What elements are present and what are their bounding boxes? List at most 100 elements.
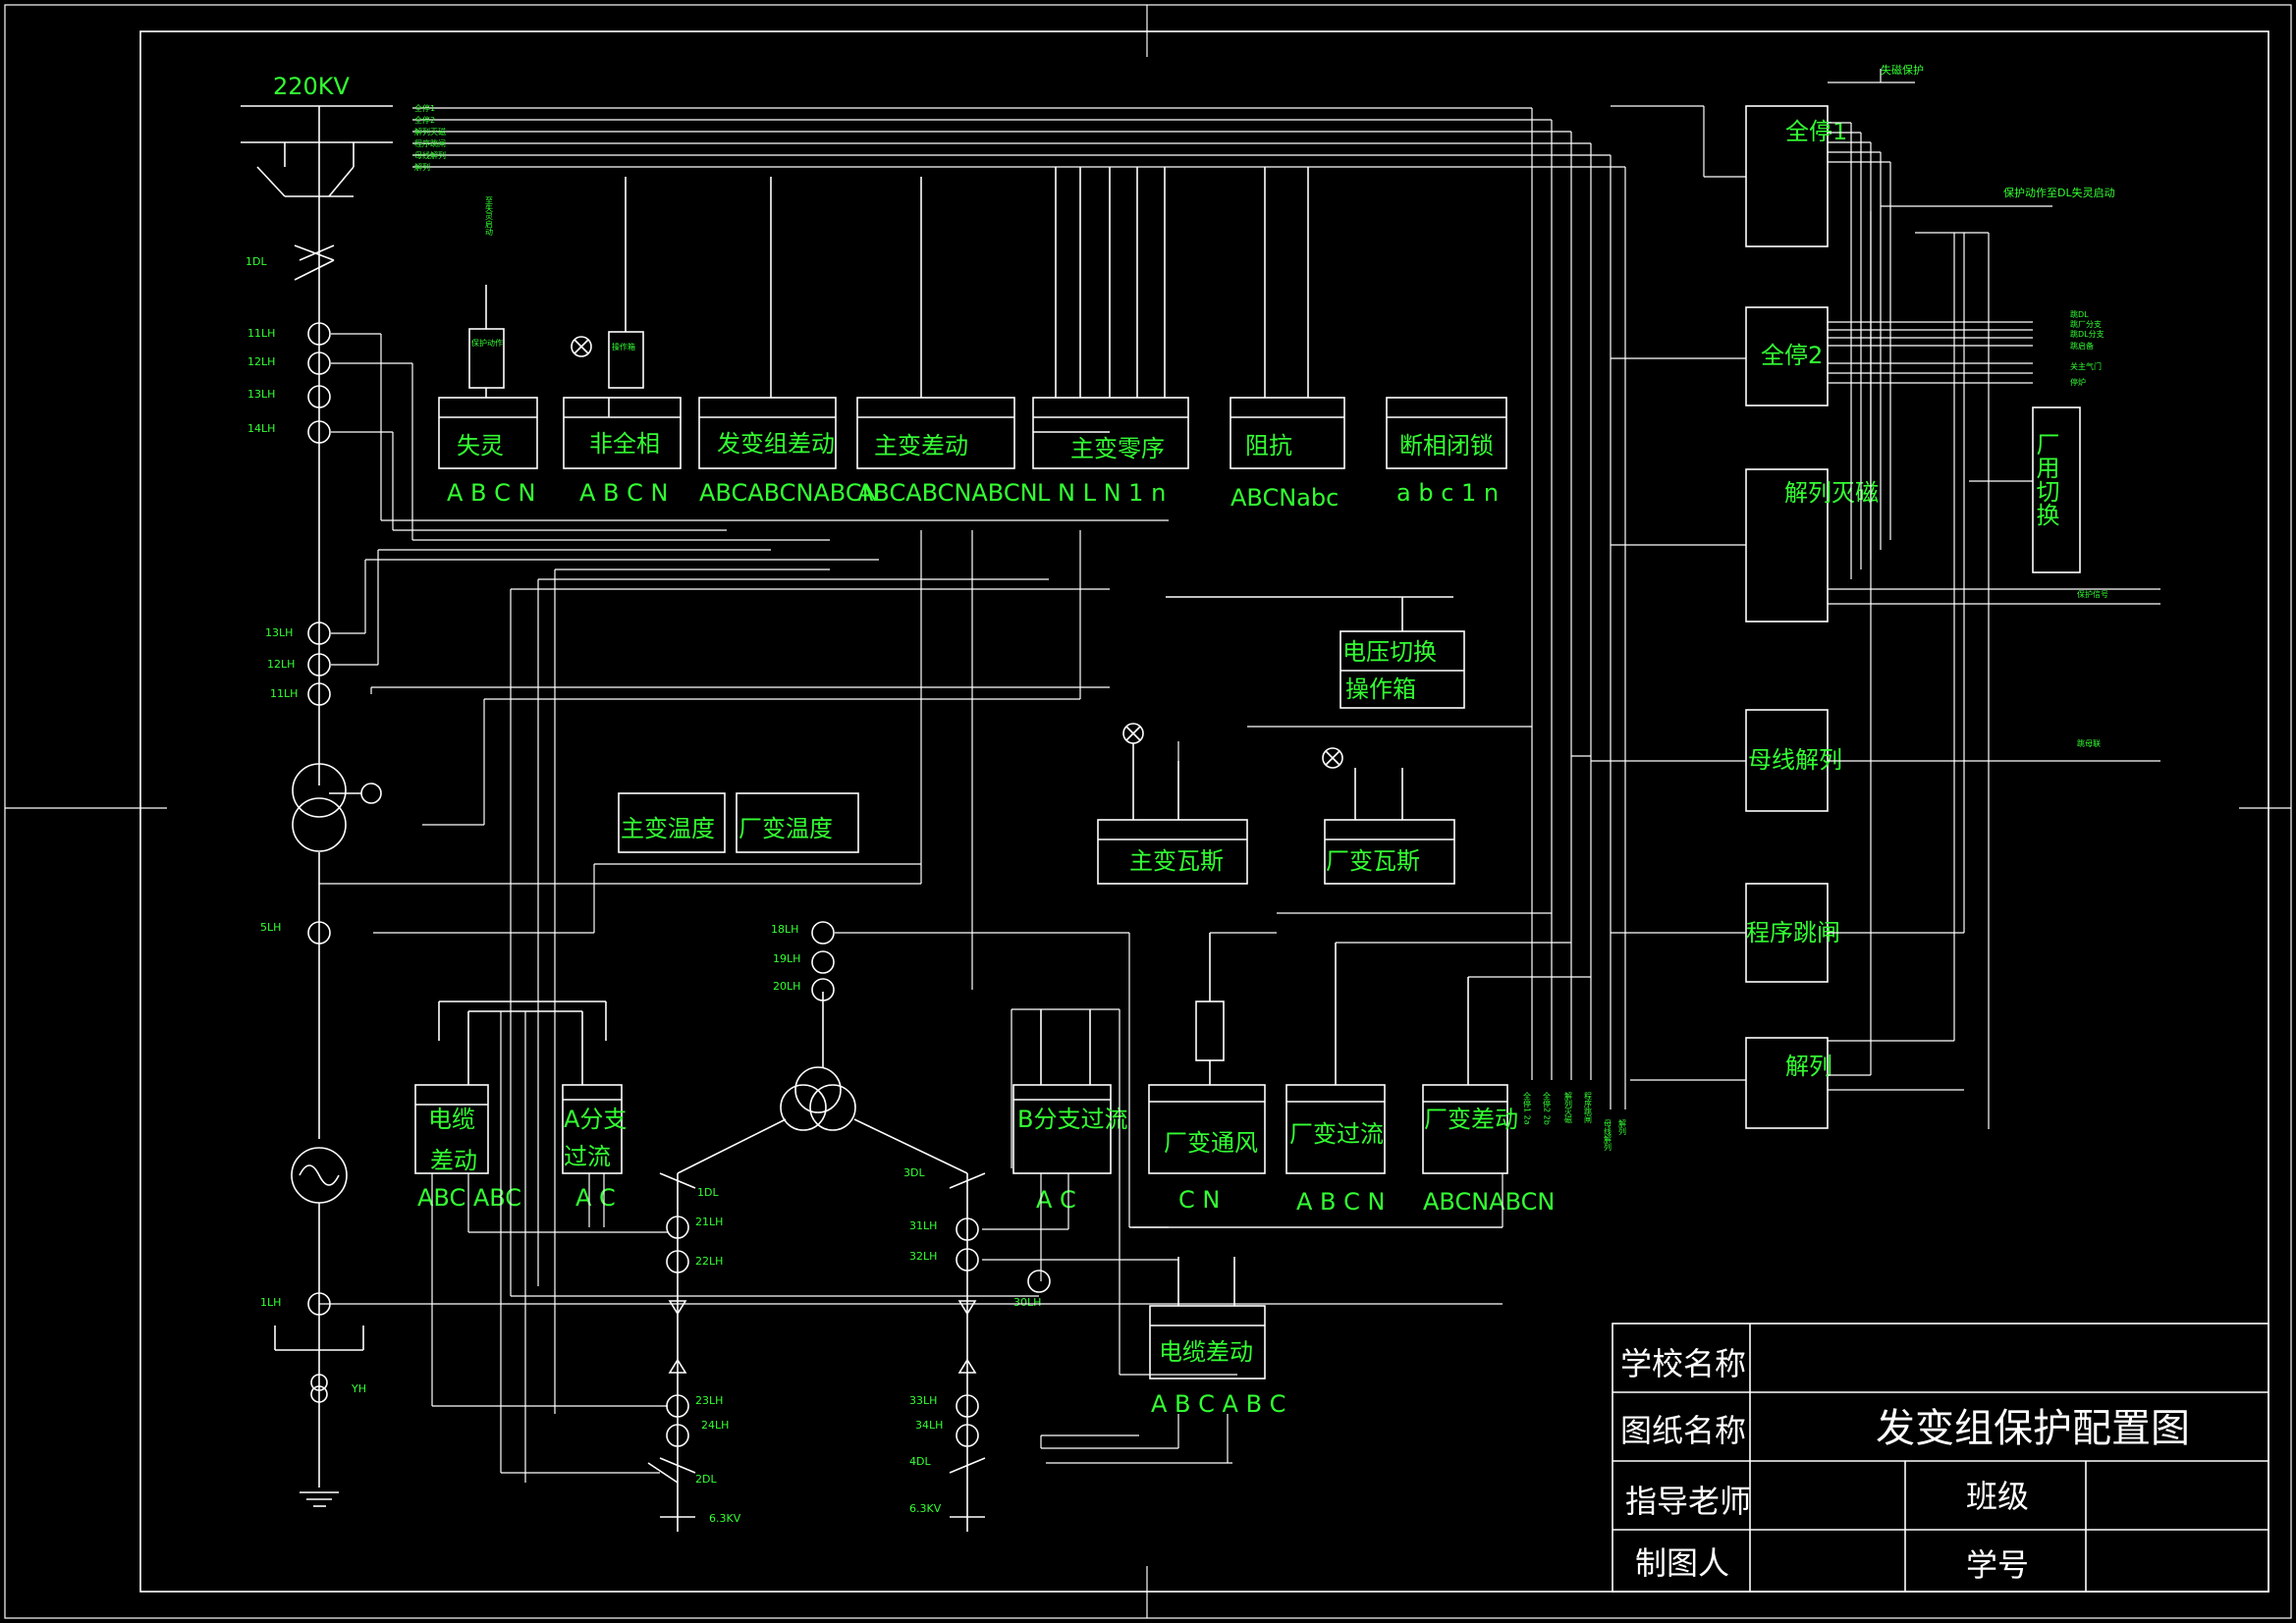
box-feiquanxiang: 非全相 操作箱 [563, 177, 682, 469]
right-box-split-label: 解列 [1785, 1053, 1832, 1080]
box-shiling-tag: 保护动作 [471, 338, 503, 348]
voltage-switch-line1: 电压切换 [1342, 638, 1437, 666]
box-zhubian-chadong: 主变差动 [856, 177, 1015, 469]
node-ct1: 1LH [260, 1296, 281, 1309]
out-signal-2: 跳厂分支 [2070, 319, 2102, 329]
tb-teacher-label: 指导老师 [1625, 1483, 1751, 1520]
node-ct31: 31LH [909, 1219, 937, 1232]
right-box-plant-switch: 厂用切换 [2032, 406, 2081, 573]
node-pt: YH [351, 1382, 366, 1395]
node-ct34: 34LH [915, 1419, 943, 1432]
box-fabianzu-chadong: 发变组差动 [698, 177, 837, 469]
b-branch-title: B分支过流 [1017, 1106, 1127, 1133]
right-box-program-trip-label: 程序跳闸 [1746, 919, 1840, 947]
out-bus-trip: 跳母联 [2077, 738, 2101, 748]
temp-main-label: 主变温度 [621, 815, 715, 842]
b-branch-phases: A C [1036, 1186, 1076, 1214]
right-box-program-trip: 程序跳闸 [1745, 883, 1840, 983]
node-ct18: 18LH [771, 923, 798, 936]
right-box-bus-split: 母线解列 [1745, 709, 1842, 812]
out-signal-1: 跳DL [2070, 309, 2089, 319]
three-winding-transformer [677, 921, 968, 1174]
out-protect-signal: 保护信号 [2077, 589, 2108, 599]
bus-label-3: 解列灭磁 [414, 127, 446, 136]
tb-class-label: 班级 [1966, 1478, 2029, 1515]
right-box-trip-deexcite-label: 解列灭磁 [1784, 479, 1879, 507]
node-1dl: 1DL [246, 255, 267, 268]
node-ct24: 24LH [701, 1419, 729, 1432]
vtag-3: 解列灭磁 [1564, 1091, 1573, 1123]
out-signal-5: 关主气门 [2070, 361, 2102, 371]
node-ct32: 32LH [909, 1250, 937, 1263]
plant-fan-phases: C N [1178, 1186, 1220, 1214]
box-zhubian-title: 主变差动 [874, 432, 968, 460]
node-ct23: 23LH [695, 1394, 723, 1407]
plant-diff-phases: ABCNABCN [1423, 1188, 1555, 1216]
tb-drawer-label: 制图人 [1635, 1544, 1729, 1582]
a-branch-line2: 过流 [564, 1143, 611, 1170]
out-signal-4: 跳启备 [2070, 341, 2094, 351]
phases-lingxu: L N L N 1 n [1037, 479, 1166, 507]
tb-drawing-value: 发变组保护配置图 [1876, 1406, 2190, 1451]
right-box-plant-switch-label: 厂用切换 [2032, 432, 2059, 526]
left-branch [647, 1172, 696, 1532]
plant-fan-title: 厂变通风 [1164, 1129, 1258, 1157]
out-signal-3: 跳DL分支 [2070, 329, 2105, 339]
node-br4: 4DL [909, 1455, 931, 1468]
phases-fabianzu: ABCABCNABCN [699, 479, 880, 507]
vtag-1: 全停1 2a [1523, 1091, 1532, 1125]
right-connections [1571, 69, 2160, 1129]
node-br3: 3DL [903, 1166, 925, 1179]
node-ct11b: 11LH [270, 687, 298, 700]
vtag-2: 全停2 2b [1543, 1091, 1552, 1125]
right-branch [949, 1172, 1051, 1532]
node-ct5: 5LH [260, 921, 281, 934]
title-block: 学校名称 图纸名称 发变组保护配置图 指导老师 班级 制图人 学号 [1612, 1323, 2269, 1593]
box-feiquanxiang-title: 非全相 [589, 430, 660, 458]
cable-diff-bottom-title: 电缆差动 [1159, 1338, 1253, 1366]
bus-label-2: 全停2 [414, 115, 435, 125]
node-br1: 1DL [697, 1186, 719, 1199]
gas-main-box: 主变瓦斯 [1097, 723, 1248, 885]
node-ct30: 30LH [1013, 1296, 1041, 1309]
node-br2: 2DL [695, 1473, 717, 1486]
plant-overcurrent-phases: A B C N [1296, 1188, 1385, 1216]
box-fabianzu-title: 发变组差动 [717, 430, 835, 458]
node-ct22: 22LH [695, 1255, 723, 1268]
phases-zhubian: ABCABCNABCN [857, 479, 1038, 507]
box-a-branch: A分支 过流 A C [562, 1001, 627, 1212]
bus-label-1: 全停1 [414, 103, 435, 113]
box-feiquanxiang-tag: 操作箱 [612, 342, 635, 352]
wiring [319, 333, 1591, 1483]
a-branch-line1: A分支 [564, 1106, 627, 1133]
box-zukang: 阻抗 [1230, 167, 1345, 469]
cable-diff-left-line2: 差动 [430, 1147, 477, 1174]
phases-duanxiang: a b c 1 n [1396, 479, 1499, 507]
cable-diff-left-line1: 电缆 [428, 1106, 475, 1133]
box-shiling: 失灵 保护动作 至失灵启动 [438, 196, 538, 469]
node-ct20: 20LH [773, 980, 800, 993]
cable-diff-left-phases: ABC ABC [417, 1184, 521, 1212]
gas-plant-label: 厂变瓦斯 [1326, 847, 1420, 875]
vtag-4: 程序跳闸 [1584, 1092, 1593, 1124]
box-plant-fan: 厂变通风 C N [1148, 933, 1266, 1214]
node-ct11: 11LH [247, 327, 275, 340]
box-duanxiang-title: 断相闭锁 [1399, 432, 1494, 460]
node-ct12: 12LH [247, 355, 275, 368]
vtag-5: 母线解列 [1604, 1119, 1613, 1152]
phases-zukang: ABCNabc [1230, 484, 1339, 512]
node-ct12b: 12LH [267, 658, 295, 671]
box-lingxu-title: 主变零序 [1070, 435, 1165, 462]
node-ct21: 21LH [695, 1216, 723, 1228]
tb-drawing-label: 图纸名称 [1620, 1412, 1746, 1449]
voltage-switch-box: 电压切换 操作箱 [1166, 596, 1465, 709]
bus-label-5: 母线解列 [414, 150, 446, 160]
box-cable-diff-bottom: 电缆差动 A B C A B C [1149, 1257, 1285, 1418]
box-shiling-title: 失灵 [457, 432, 504, 460]
gas-plant-box: 厂变瓦斯 [1322, 747, 1455, 885]
box-duanxiang: 断相闭锁 [1386, 397, 1507, 469]
box-zukang-title: 阻抗 [1245, 432, 1292, 460]
plant-overcurrent-title: 厂变过流 [1289, 1120, 1384, 1148]
a-branch-phases: A C [575, 1184, 616, 1212]
vtag-6: 解列 [1618, 1118, 1627, 1136]
